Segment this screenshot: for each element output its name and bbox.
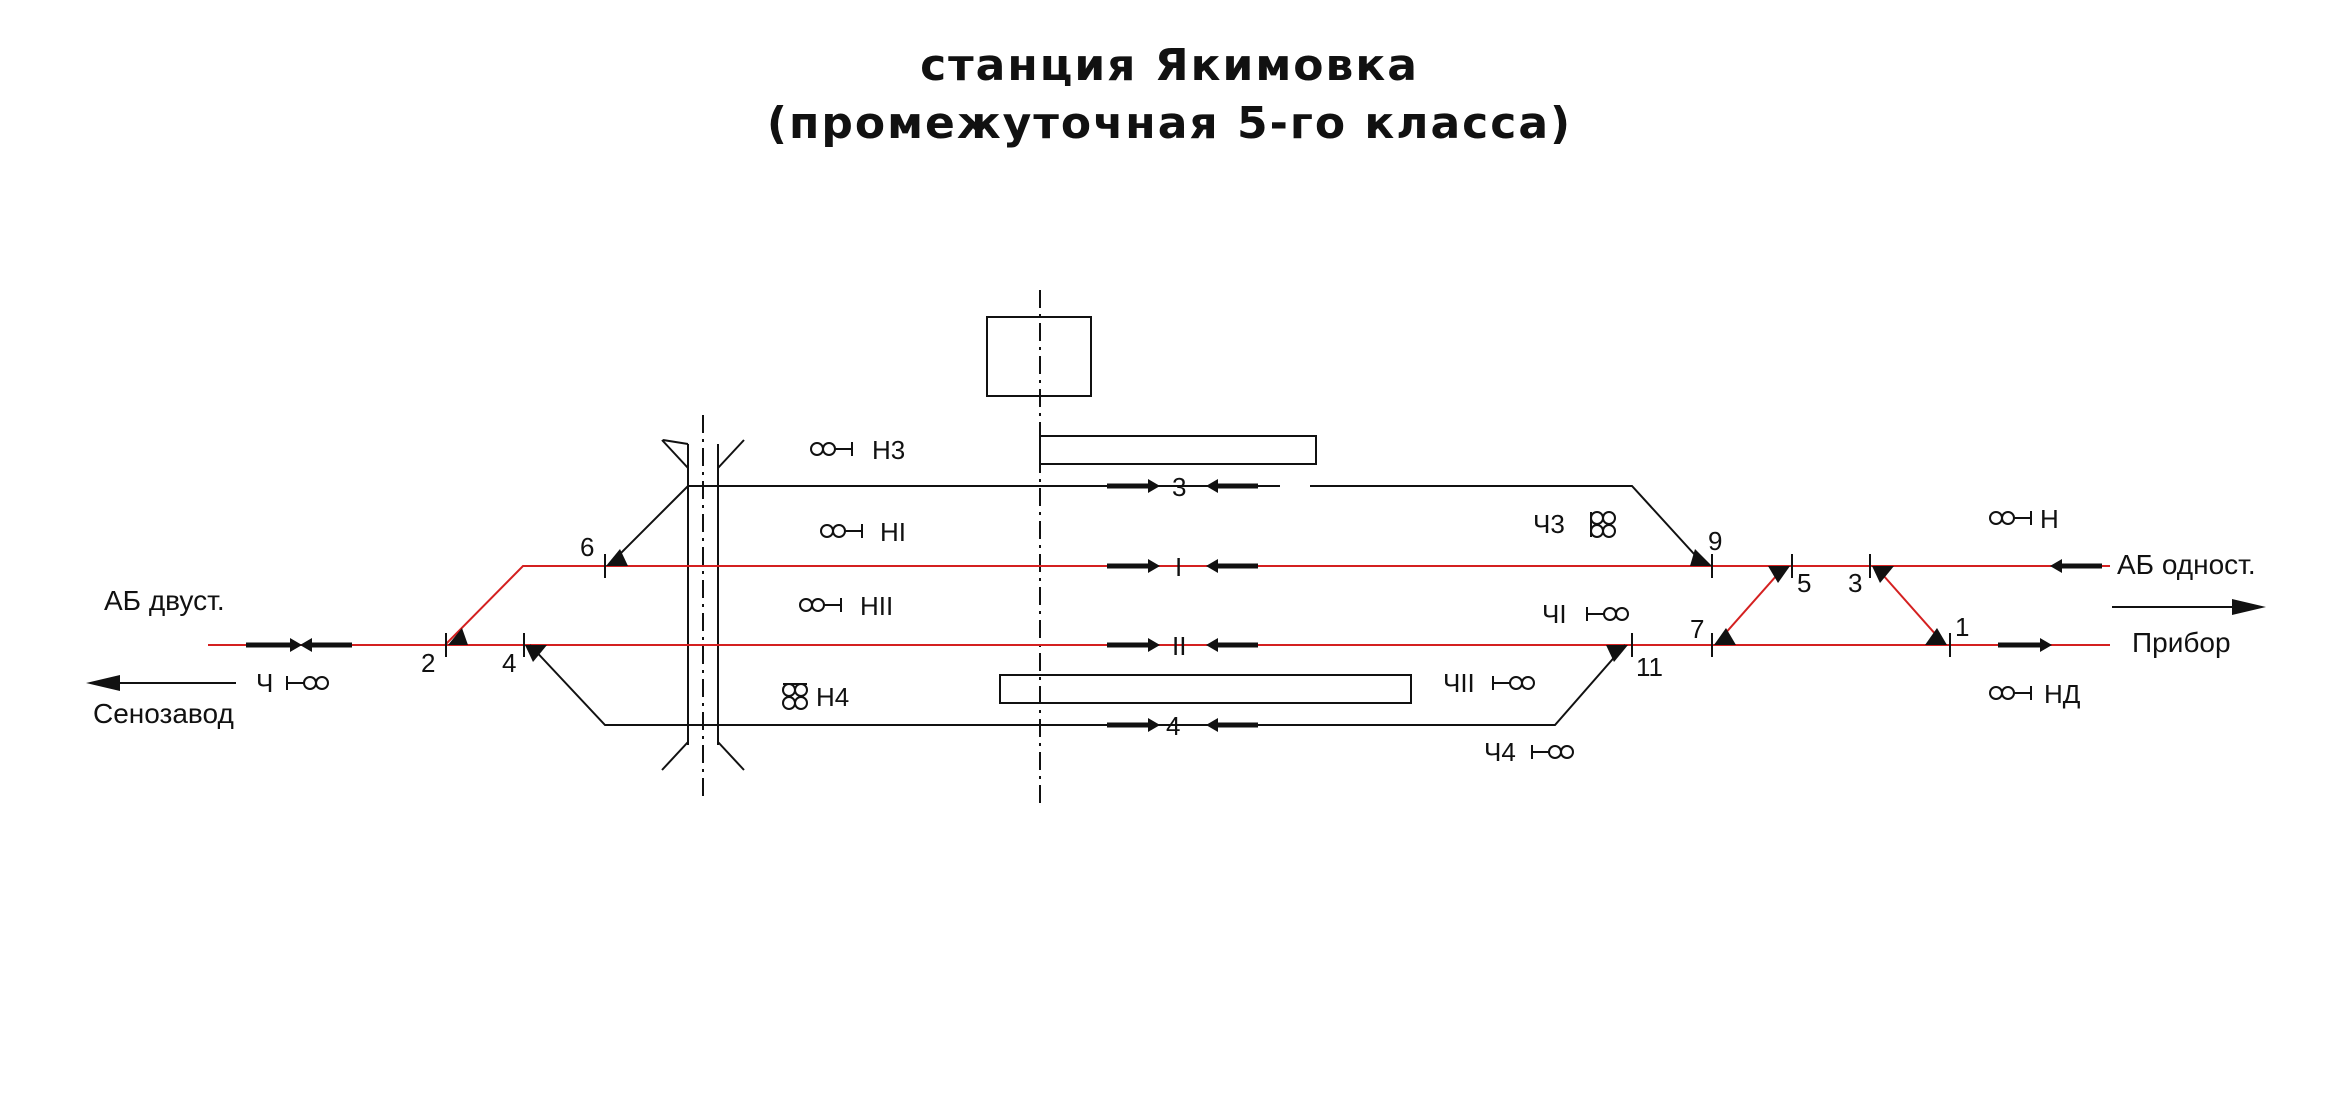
- track-label-I: I: [1175, 552, 1182, 582]
- switch-label-6: 6: [580, 532, 594, 562]
- signal-N3-icon: [810, 442, 853, 456]
- switch-label-2: 2: [421, 648, 435, 678]
- signal-CH3-icon: [1590, 511, 1616, 538]
- track-3: [607, 485, 1706, 567]
- signals: [286, 442, 2032, 759]
- diagram-title-line1: станция Якимовка: [920, 40, 1419, 91]
- switch-1-point: [1925, 628, 1947, 645]
- direction-label-left-bottom: Сенозавод: [93, 698, 234, 729]
- signal-label-CH: Ч: [256, 668, 273, 698]
- switch-label-9: 9: [1708, 526, 1722, 556]
- platform-upper: [1039, 435, 1317, 465]
- signal-label-CH3: Ч3: [1533, 509, 1565, 539]
- signal-CH4-icon: [1531, 745, 1574, 759]
- crossovers-right: [1714, 565, 1946, 646]
- diagram-title-line2: (промежуточная 5-го класса): [766, 98, 1573, 149]
- track-label-4: 4: [1166, 711, 1180, 741]
- track-4: [529, 644, 1626, 726]
- switch-label-1: 1: [1955, 612, 1969, 642]
- switch-label-7: 7: [1690, 614, 1704, 644]
- switch-9-point: [1690, 549, 1712, 566]
- signal-label-CH4: Ч4: [1484, 737, 1516, 767]
- signal-label-ND: НД: [2044, 679, 2081, 709]
- signal-label-NII: НII: [860, 591, 893, 621]
- track-label-II: II: [1172, 631, 1186, 661]
- signal-label-N: Н: [2040, 504, 2059, 534]
- signal-N-icon: [1989, 511, 2032, 525]
- signal-label-NI: НI: [880, 517, 906, 547]
- switch-5-point: [1768, 566, 1790, 583]
- signal-NI-icon: [820, 524, 863, 538]
- signal-ND-icon: [1989, 686, 2032, 700]
- switch-6-point: [606, 549, 628, 566]
- signal-label-CHII: ЧII: [1443, 668, 1475, 698]
- signal-CH-icon: [286, 676, 329, 690]
- signal-label-N3: Н3: [872, 435, 905, 465]
- switch-label-5: 5: [1797, 568, 1811, 598]
- direction-label-right-bottom: Прибор: [2132, 627, 2231, 658]
- platform-lower: [999, 674, 1412, 704]
- switch-4-point: [525, 645, 547, 662]
- signal-N4-icon: [782, 683, 808, 710]
- overpass: [661, 415, 745, 800]
- switch-points: [448, 549, 1947, 662]
- signal-label-CHI: ЧI: [1542, 599, 1567, 629]
- switch-2-point: [448, 628, 468, 645]
- switch-7-point: [1714, 628, 1736, 645]
- train-direction-arrows: [246, 479, 2102, 732]
- track-label-3: 3: [1172, 472, 1186, 502]
- signal-NII-icon: [799, 598, 842, 612]
- approach-arrows: [86, 599, 2266, 691]
- switch-label-4: 4: [502, 648, 516, 678]
- switch-label-11: 11: [1636, 652, 1663, 682]
- switch-label-3: 3: [1848, 568, 1862, 598]
- signal-CHII-icon: [1492, 676, 1535, 690]
- signal-label-N4: Н4: [816, 682, 849, 712]
- switch-3-point: [1872, 566, 1894, 583]
- direction-label-left-top: АБ двуст.: [104, 585, 225, 616]
- switch-11-point: [1606, 645, 1628, 662]
- signal-CHI-icon: [1586, 607, 1629, 621]
- direction-label-right-top: АБ одност.: [2117, 549, 2256, 580]
